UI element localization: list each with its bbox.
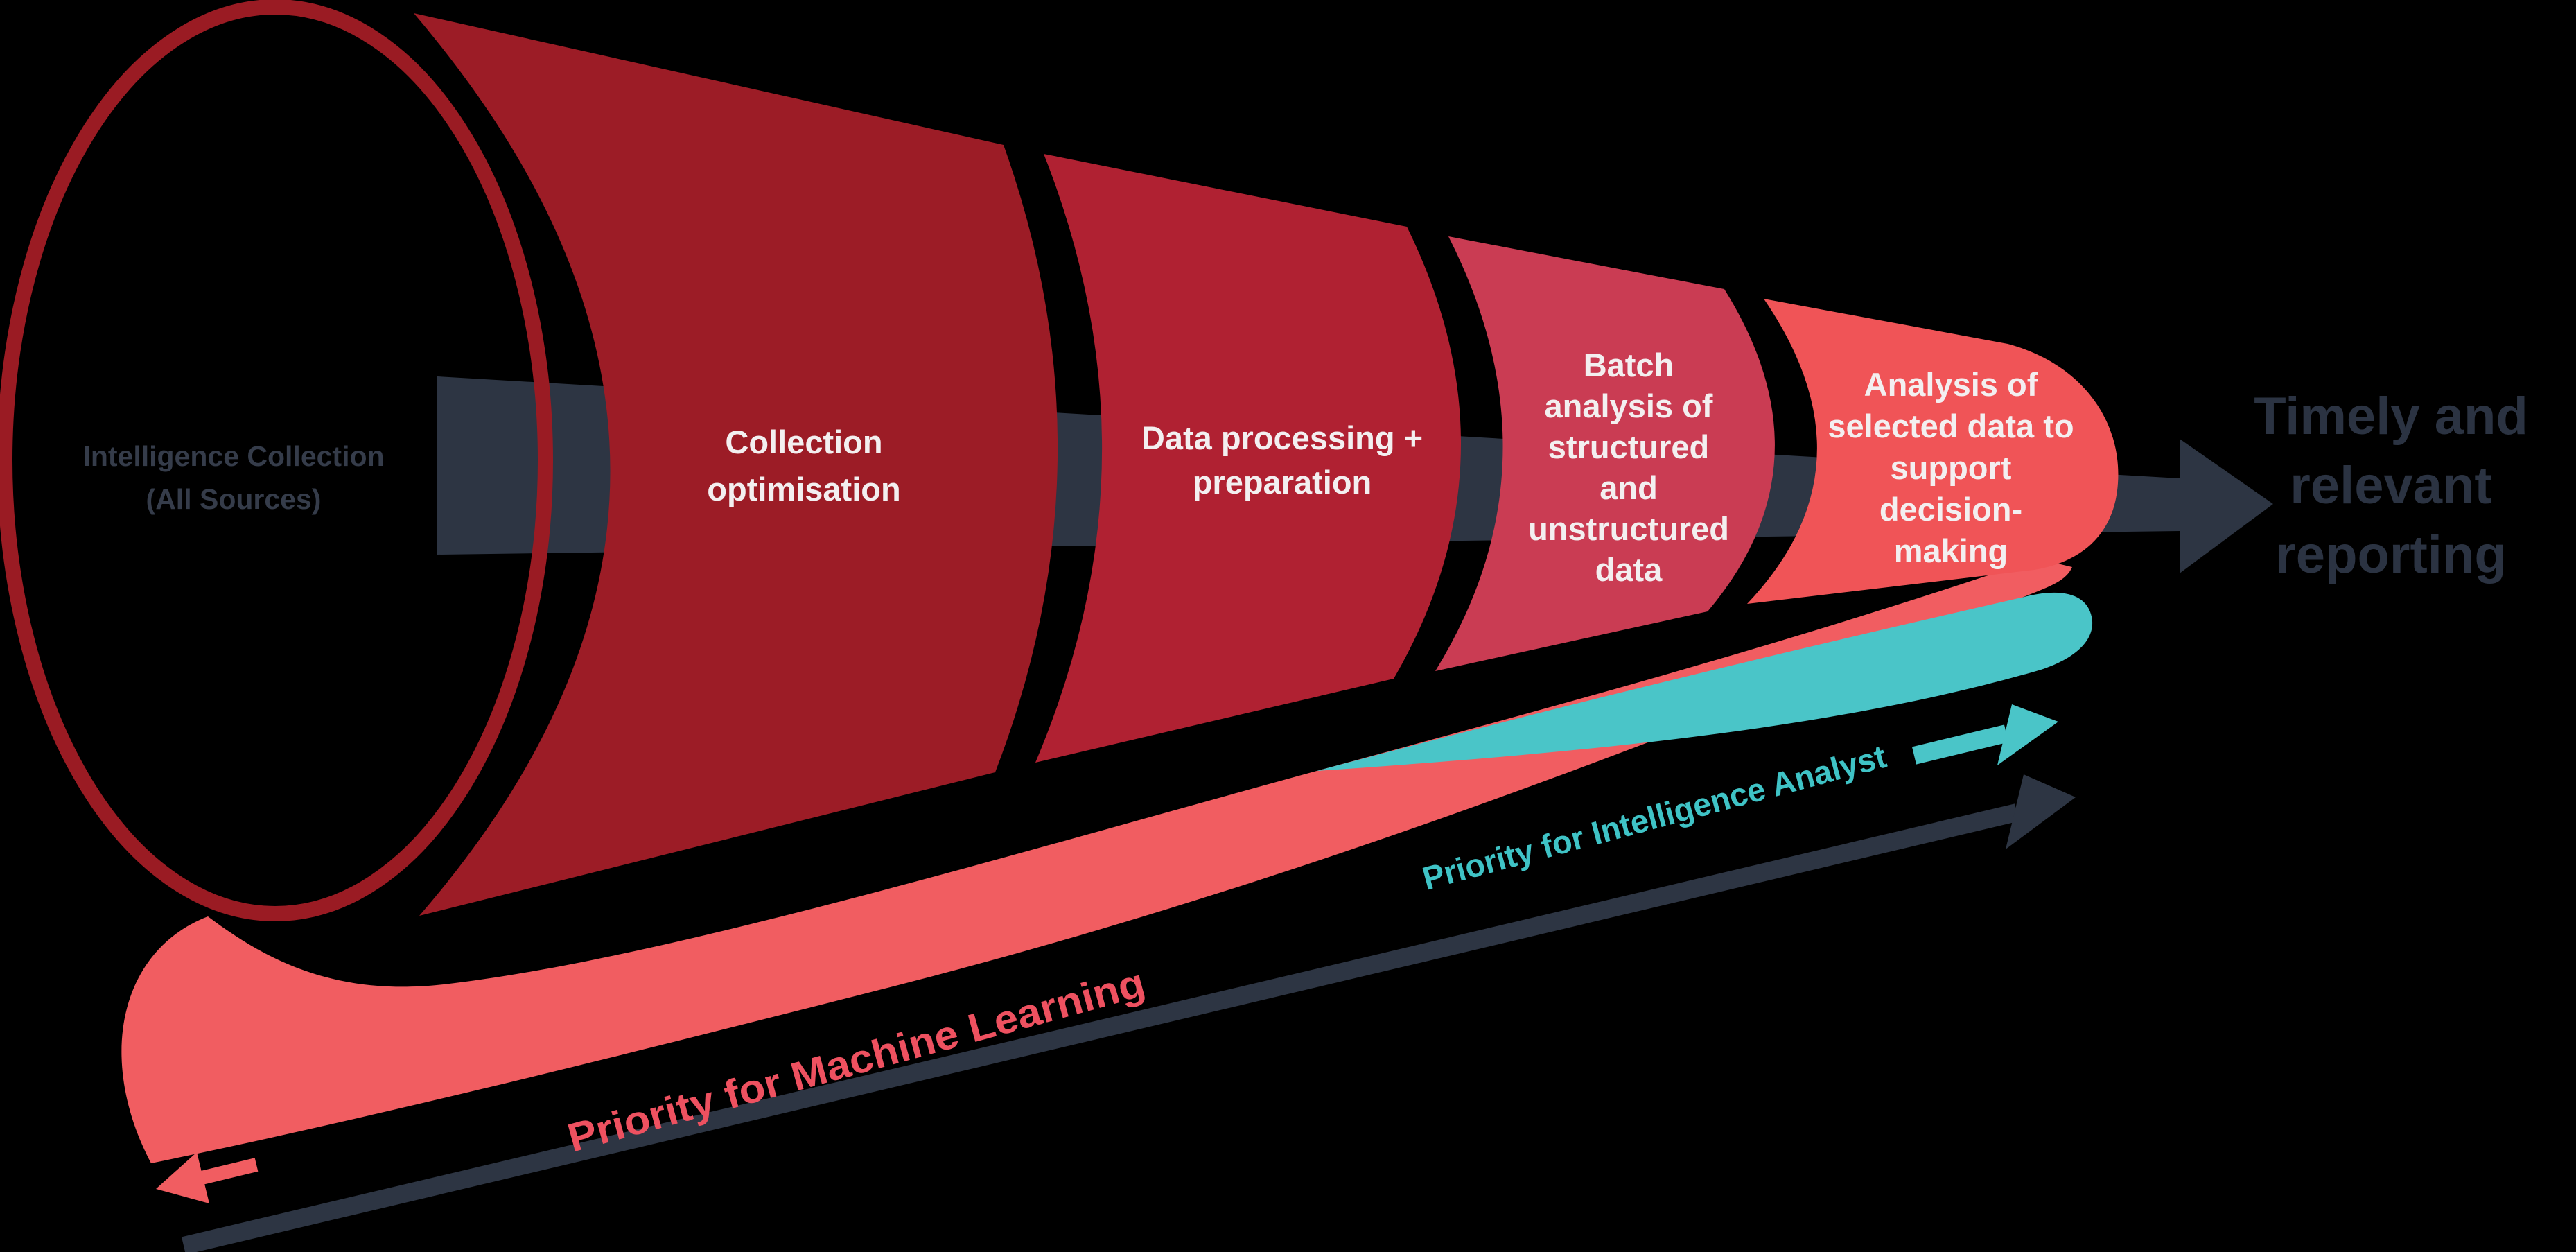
axis-arrowhead <box>2180 439 2273 573</box>
funnel-mouth-label-line-1: Intelligence Collection <box>82 440 384 472</box>
funnel-segment-4 <box>1747 299 2119 604</box>
segment-4-label-line-2: selected data to <box>1828 408 2074 444</box>
outcome-label-line-1: Timely and <box>2254 387 2528 446</box>
funnel-mouth-interior <box>5 7 545 914</box>
segment-4-label-line-1: Analysis of <box>1864 366 2038 403</box>
segment-3-label-line-3: structured <box>1548 428 1709 465</box>
segment-2-label-line-1: Data processing + <box>1141 419 1423 456</box>
segment-3-label-line-1: Batch <box>1584 347 1674 383</box>
analyst-arrow-shaft <box>1911 724 2009 765</box>
outcome-label-line-2: relevant <box>2290 456 2492 515</box>
segment-3-label-line-2: analysis of <box>1545 388 1713 424</box>
segment-1-label-line-1: Collection <box>725 424 882 460</box>
bottom-axis-arrow-shaft <box>182 803 2019 1252</box>
segment-3-label-line-5: unstructured <box>1528 510 1729 547</box>
funnel-segment-3 <box>1435 236 1775 671</box>
funnel-segment-1 <box>414 13 1058 916</box>
ml-arrow-head <box>156 1152 209 1203</box>
segment-3-label-line-4: and <box>1600 469 1658 506</box>
funnel-mouth-label-line-2: (All Sources) <box>146 483 322 515</box>
funnel-segment-2 <box>1035 154 1462 763</box>
outcome-label-line-3: reporting <box>2275 525 2507 584</box>
segment-1-label-line-2: optimisation <box>707 471 900 507</box>
segment-4-label-line-3: support <box>1891 449 2012 486</box>
analyst-arrow-head <box>1997 704 2058 765</box>
funnel-mouth-ring <box>0 0 553 921</box>
segment-2-label-line-2: preparation <box>1193 464 1372 501</box>
segment-3-label-line-6: data <box>1595 551 1663 588</box>
segment-4-label-line-5: making <box>1894 532 2008 569</box>
bottom-axis-arrow-head <box>2006 774 2076 849</box>
analyst-band <box>1317 592 2093 771</box>
segment-4-label-line-4: decision- <box>1880 491 2022 528</box>
